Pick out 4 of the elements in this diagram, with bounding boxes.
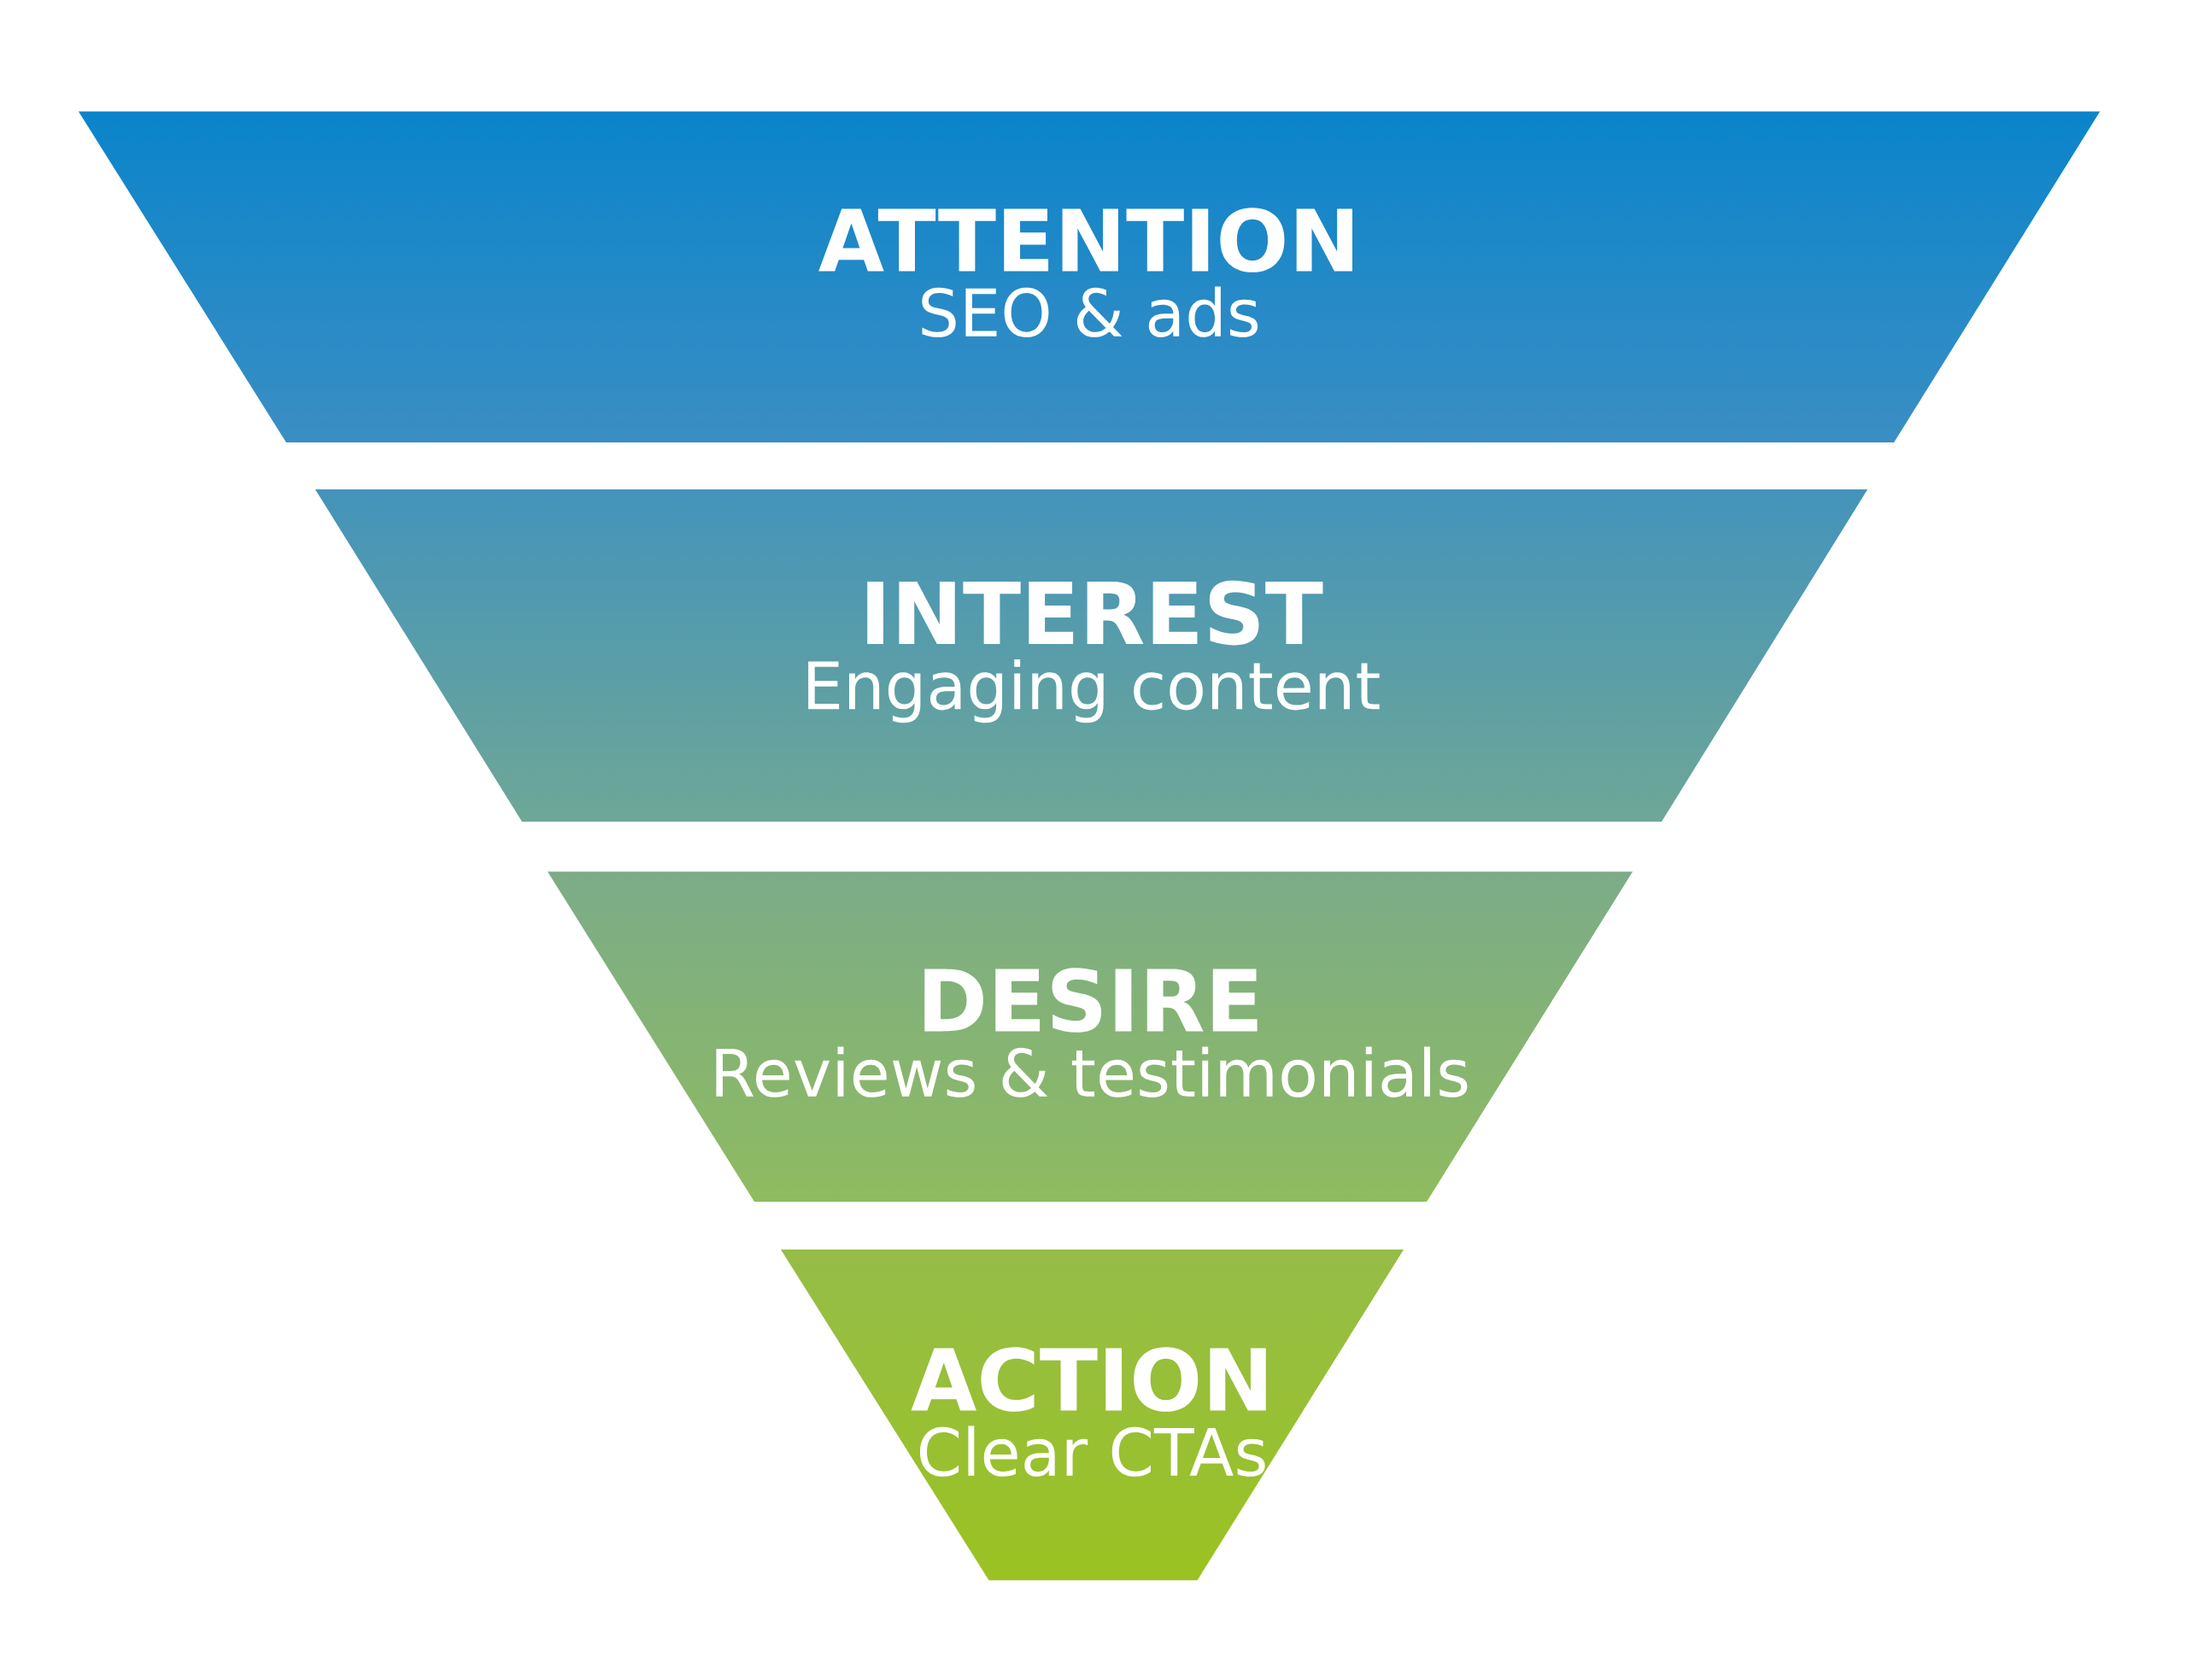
funnel-stage: DESIRE Reviews & testimonials xyxy=(716,968,1468,1098)
funnel-stage: INTEREST Engaging content xyxy=(808,580,1380,723)
funnel-stage: ACTION Clear CTAs xyxy=(911,1347,1266,1477)
funnel-stage: ATTENTION SEO & ads xyxy=(818,208,1352,337)
